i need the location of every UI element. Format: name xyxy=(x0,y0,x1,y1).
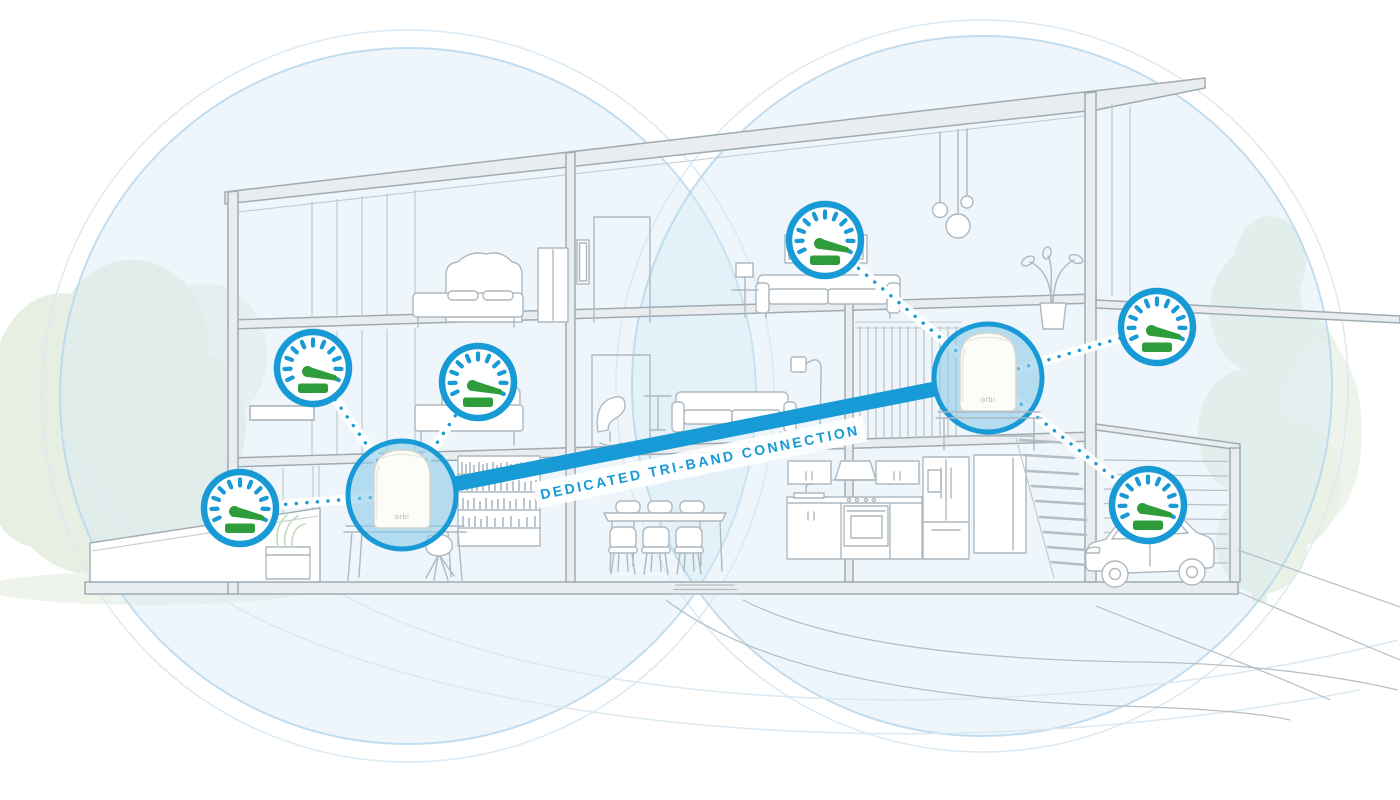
potted-plant xyxy=(1020,246,1084,330)
door-frame-middle xyxy=(591,354,651,459)
ceiling-line xyxy=(237,115,1086,213)
furniture-top-floor xyxy=(412,239,590,328)
wifi-coverage-outer-ring-right xyxy=(615,19,1349,753)
garden-path-edge xyxy=(742,599,1399,691)
dining-chair xyxy=(641,526,671,575)
orbi-router-satellite: orbi xyxy=(931,321,1045,435)
speedometer-right-balcony-icon xyxy=(1121,291,1193,363)
wall-mirror xyxy=(576,239,590,285)
patio-steps xyxy=(671,584,739,595)
stairs-lower xyxy=(1015,437,1088,579)
wifi-link-dotted-line xyxy=(823,238,990,380)
bed-top-floor xyxy=(412,252,524,328)
orbi-router-base: orbi xyxy=(345,438,459,552)
house-cross-section xyxy=(84,77,1400,595)
range-hood xyxy=(834,460,877,481)
pendant-lights xyxy=(931,128,974,239)
driveway-edge xyxy=(1237,549,1400,608)
wardrobe xyxy=(537,247,569,323)
speedometer-entry-ramp-icon xyxy=(204,472,276,544)
side-table-middle xyxy=(644,395,672,431)
satellite-bench xyxy=(935,411,1043,451)
kitchen xyxy=(786,454,1027,560)
pantry-cabinet xyxy=(973,454,1027,554)
speedometer-middle-floor-bedroom-icon xyxy=(442,346,514,418)
window-mullions-top xyxy=(311,190,416,318)
outdoor-paths xyxy=(665,549,1400,721)
driveway-curve xyxy=(1095,605,1331,701)
roof-slab xyxy=(224,77,1206,205)
side-table-lamp xyxy=(731,262,759,318)
window-ledge xyxy=(249,405,315,421)
garden-path-edge xyxy=(665,599,1291,721)
sink xyxy=(793,492,825,499)
backbone-layer xyxy=(453,381,937,492)
dining-chair xyxy=(674,526,704,575)
orbi-logo-text: orbi xyxy=(395,512,410,521)
interior-wall-center xyxy=(565,151,576,583)
speedometer-garage-icon xyxy=(1112,469,1184,541)
orbi-device: orbi xyxy=(959,332,1017,412)
foundation-slab xyxy=(84,581,1239,595)
label-backdrop xyxy=(532,415,868,509)
right-wall-pillar xyxy=(1084,91,1097,583)
garage-post xyxy=(1229,447,1241,583)
orbi-logo-text: orbi xyxy=(981,395,996,404)
right-glazing xyxy=(1111,104,1131,296)
dining-chair xyxy=(608,526,638,575)
door-frame-top xyxy=(593,216,651,323)
speedometer-middle-floor-window-icon xyxy=(277,332,349,404)
driveway-edge xyxy=(1237,591,1400,661)
dining-set xyxy=(603,500,727,575)
speedometer-top-floor-living-icon xyxy=(789,204,861,276)
tri-band-backbone-line xyxy=(453,381,937,492)
entry-planter xyxy=(265,514,311,580)
headlight xyxy=(1086,546,1101,554)
orbi-device: orbi xyxy=(373,449,431,529)
lounge-chair xyxy=(596,396,626,447)
